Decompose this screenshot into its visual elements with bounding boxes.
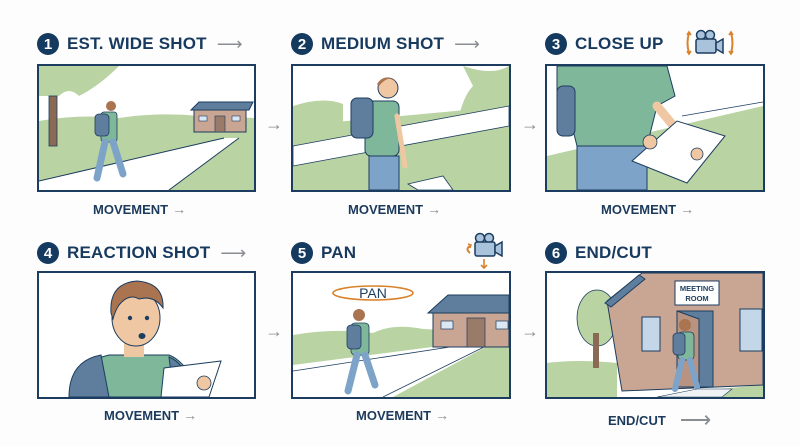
panel-2-caption: MOVEMENT → <box>348 201 441 217</box>
caption-text: MOVEMENT <box>348 201 424 217</box>
panel-6-header: 6 END/CUT <box>545 240 652 266</box>
right-arrow-icon: ⟶ <box>454 33 480 54</box>
caption-text: MOVEMENT <box>104 407 180 423</box>
panel-3-caption: MOVEMENT → <box>601 201 694 217</box>
pan-overlay-label: PAN <box>359 285 387 301</box>
long-right-arrow-icon: ⟶ <box>679 407 712 432</box>
panel-6-caption: END/CUT ⟶ <box>608 407 711 433</box>
caption-text: MOVEMENT <box>93 201 169 217</box>
panel-4-reaction-shot[interactable] <box>37 271 256 399</box>
step-number-badge: 1 <box>37 33 59 55</box>
panel-5-pan[interactable]: PAN <box>291 271 511 399</box>
panel-1-est-wide-shot[interactable] <box>37 64 256 192</box>
panel-title: MEDIUM SHOT <box>321 34 445 53</box>
panel-3-close-up[interactable] <box>545 64 765 192</box>
step-number-badge: 3 <box>545 33 567 55</box>
caption-text: MOVEMENT <box>601 201 677 217</box>
panel-1-header: 1 EST. WIDE SHOT ⟶ <box>37 31 243 57</box>
panel-4-header: 4 REACTION SHOT ⟶ <box>37 240 246 266</box>
caption-text: END/CUT <box>608 412 666 428</box>
right-arrow-icon: → <box>435 407 450 423</box>
camera-icon <box>466 232 503 270</box>
step-number-badge: 5 <box>291 242 313 264</box>
caption-text: MOVEMENT <box>356 407 432 423</box>
right-arrow-icon: ⟶ <box>216 33 243 54</box>
panel-6-end-cut[interactable]: MEETING ROOM <box>545 271 765 399</box>
panel-4-caption: MOVEMENT → <box>104 407 197 423</box>
connector-arrow: → <box>521 114 539 134</box>
sign-line-2: ROOM <box>685 294 708 303</box>
connector-arrow: → <box>265 321 283 341</box>
panel-1-caption: MOVEMENT → <box>93 201 186 217</box>
right-arrow-icon: ⟶ <box>220 242 247 263</box>
panel-2-header: 2 MEDIUM SHOT ⟶ <box>291 31 480 57</box>
camera-icon <box>686 29 734 56</box>
pan-illustration: PAN <box>293 273 509 397</box>
wide-shot-illustration <box>39 66 254 190</box>
panel-5-header: 5 PAN <box>291 240 356 266</box>
sign-line-1: MEETING <box>680 284 714 293</box>
connector-arrow: → <box>521 321 539 341</box>
step-number-badge: 6 <box>545 242 567 264</box>
end-cut-illustration: MEETING ROOM <box>547 273 763 397</box>
step-number-badge: 4 <box>37 242 59 264</box>
medium-shot-illustration <box>293 66 509 190</box>
step-number-badge: 2 <box>291 33 313 55</box>
right-arrow-icon: → <box>680 201 695 217</box>
right-arrow-icon: → <box>172 201 187 217</box>
panel-2-medium-shot[interactable] <box>291 64 511 192</box>
connector-arrow: → <box>265 114 283 134</box>
panel-5-caption: MOVEMENT → <box>356 407 449 423</box>
panel-title: CLOSE UP <box>575 34 664 53</box>
panel-title: REACTION SHOT <box>67 243 211 262</box>
right-arrow-icon: → <box>183 407 198 423</box>
right-arrow-icon: → <box>427 201 442 217</box>
reaction-shot-illustration <box>39 273 254 397</box>
panel-3-header: 3 CLOSE UP <box>545 29 734 57</box>
panel-title: EST. WIDE SHOT <box>67 34 207 53</box>
panel-title: END/CUT <box>575 243 652 262</box>
panel-title: PAN <box>321 243 357 262</box>
close-up-illustration <box>547 66 763 190</box>
